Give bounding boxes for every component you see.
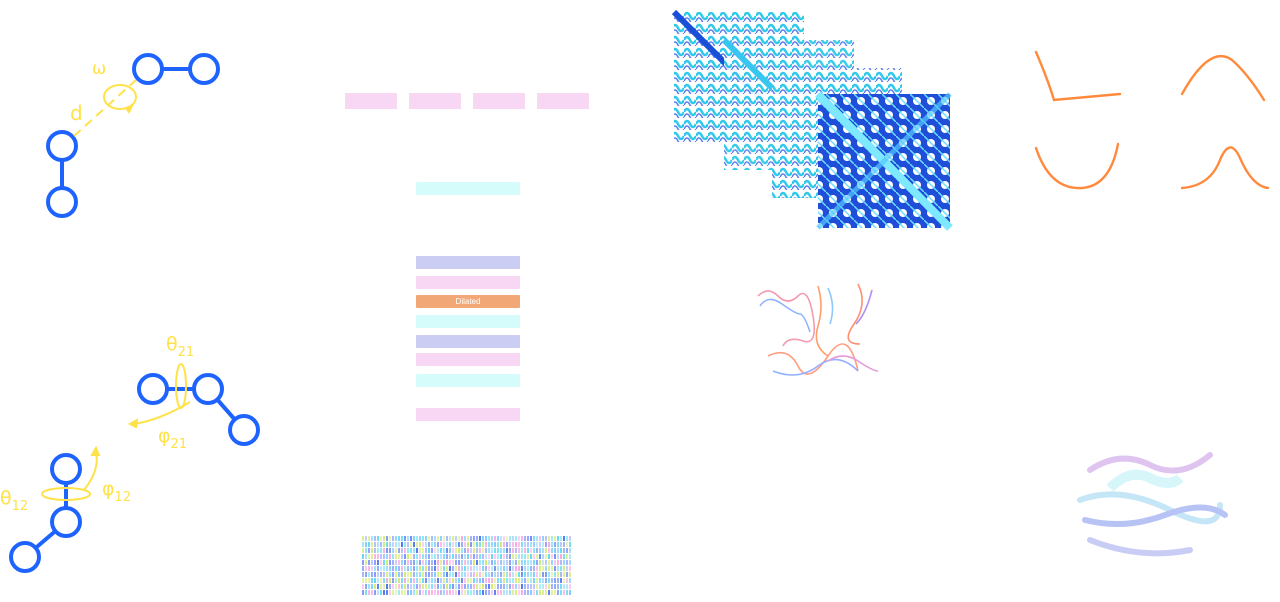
theta21-label: θ21: [166, 333, 194, 360]
structure-ensemble: [757, 283, 879, 376]
feature-label-2: [409, 93, 461, 109]
curve-omega: [1180, 54, 1266, 102]
block-7: [416, 374, 520, 387]
feature-label-3: [473, 93, 525, 109]
block-6: [416, 353, 520, 366]
feature-label-1: [345, 93, 397, 109]
phi21-label: φ21: [158, 425, 187, 452]
contact-maps-stack: [672, 10, 953, 231]
residue-chain-middle: [137, 373, 260, 446]
block-2: [416, 276, 520, 289]
phi12-label: φ12: [102, 478, 131, 505]
feature-label-4: [537, 93, 589, 109]
omega-label: ω: [92, 59, 106, 79]
block-output: [416, 408, 520, 421]
block-dilated: Dilated: [416, 295, 520, 308]
block-input: [416, 182, 520, 195]
curve-theta: [1034, 142, 1120, 190]
block-5: [416, 335, 520, 348]
distance-omega-annotation: [73, 79, 137, 137]
theta12-label: θ12: [0, 487, 28, 514]
predicted-structure: [1077, 452, 1228, 557]
theta21-phi21-annotation: [127, 363, 191, 429]
residue-pair-top: [132, 53, 220, 85]
residue-pair-left: [46, 130, 78, 218]
distribution-curves: [1034, 50, 1270, 190]
curve-phi: [1180, 146, 1270, 190]
block-1: [416, 256, 520, 269]
msa-image: [362, 536, 571, 595]
residue-geometry-diagram: ω d θ21 φ21 θ12 φ12: [0, 53, 260, 573]
distance-label: d: [70, 101, 83, 125]
block-4: [416, 315, 520, 328]
theta12-phi12-annotation: [41, 445, 101, 501]
curve-distance: [1034, 50, 1122, 102]
residue-chain-bottom: [9, 453, 82, 573]
